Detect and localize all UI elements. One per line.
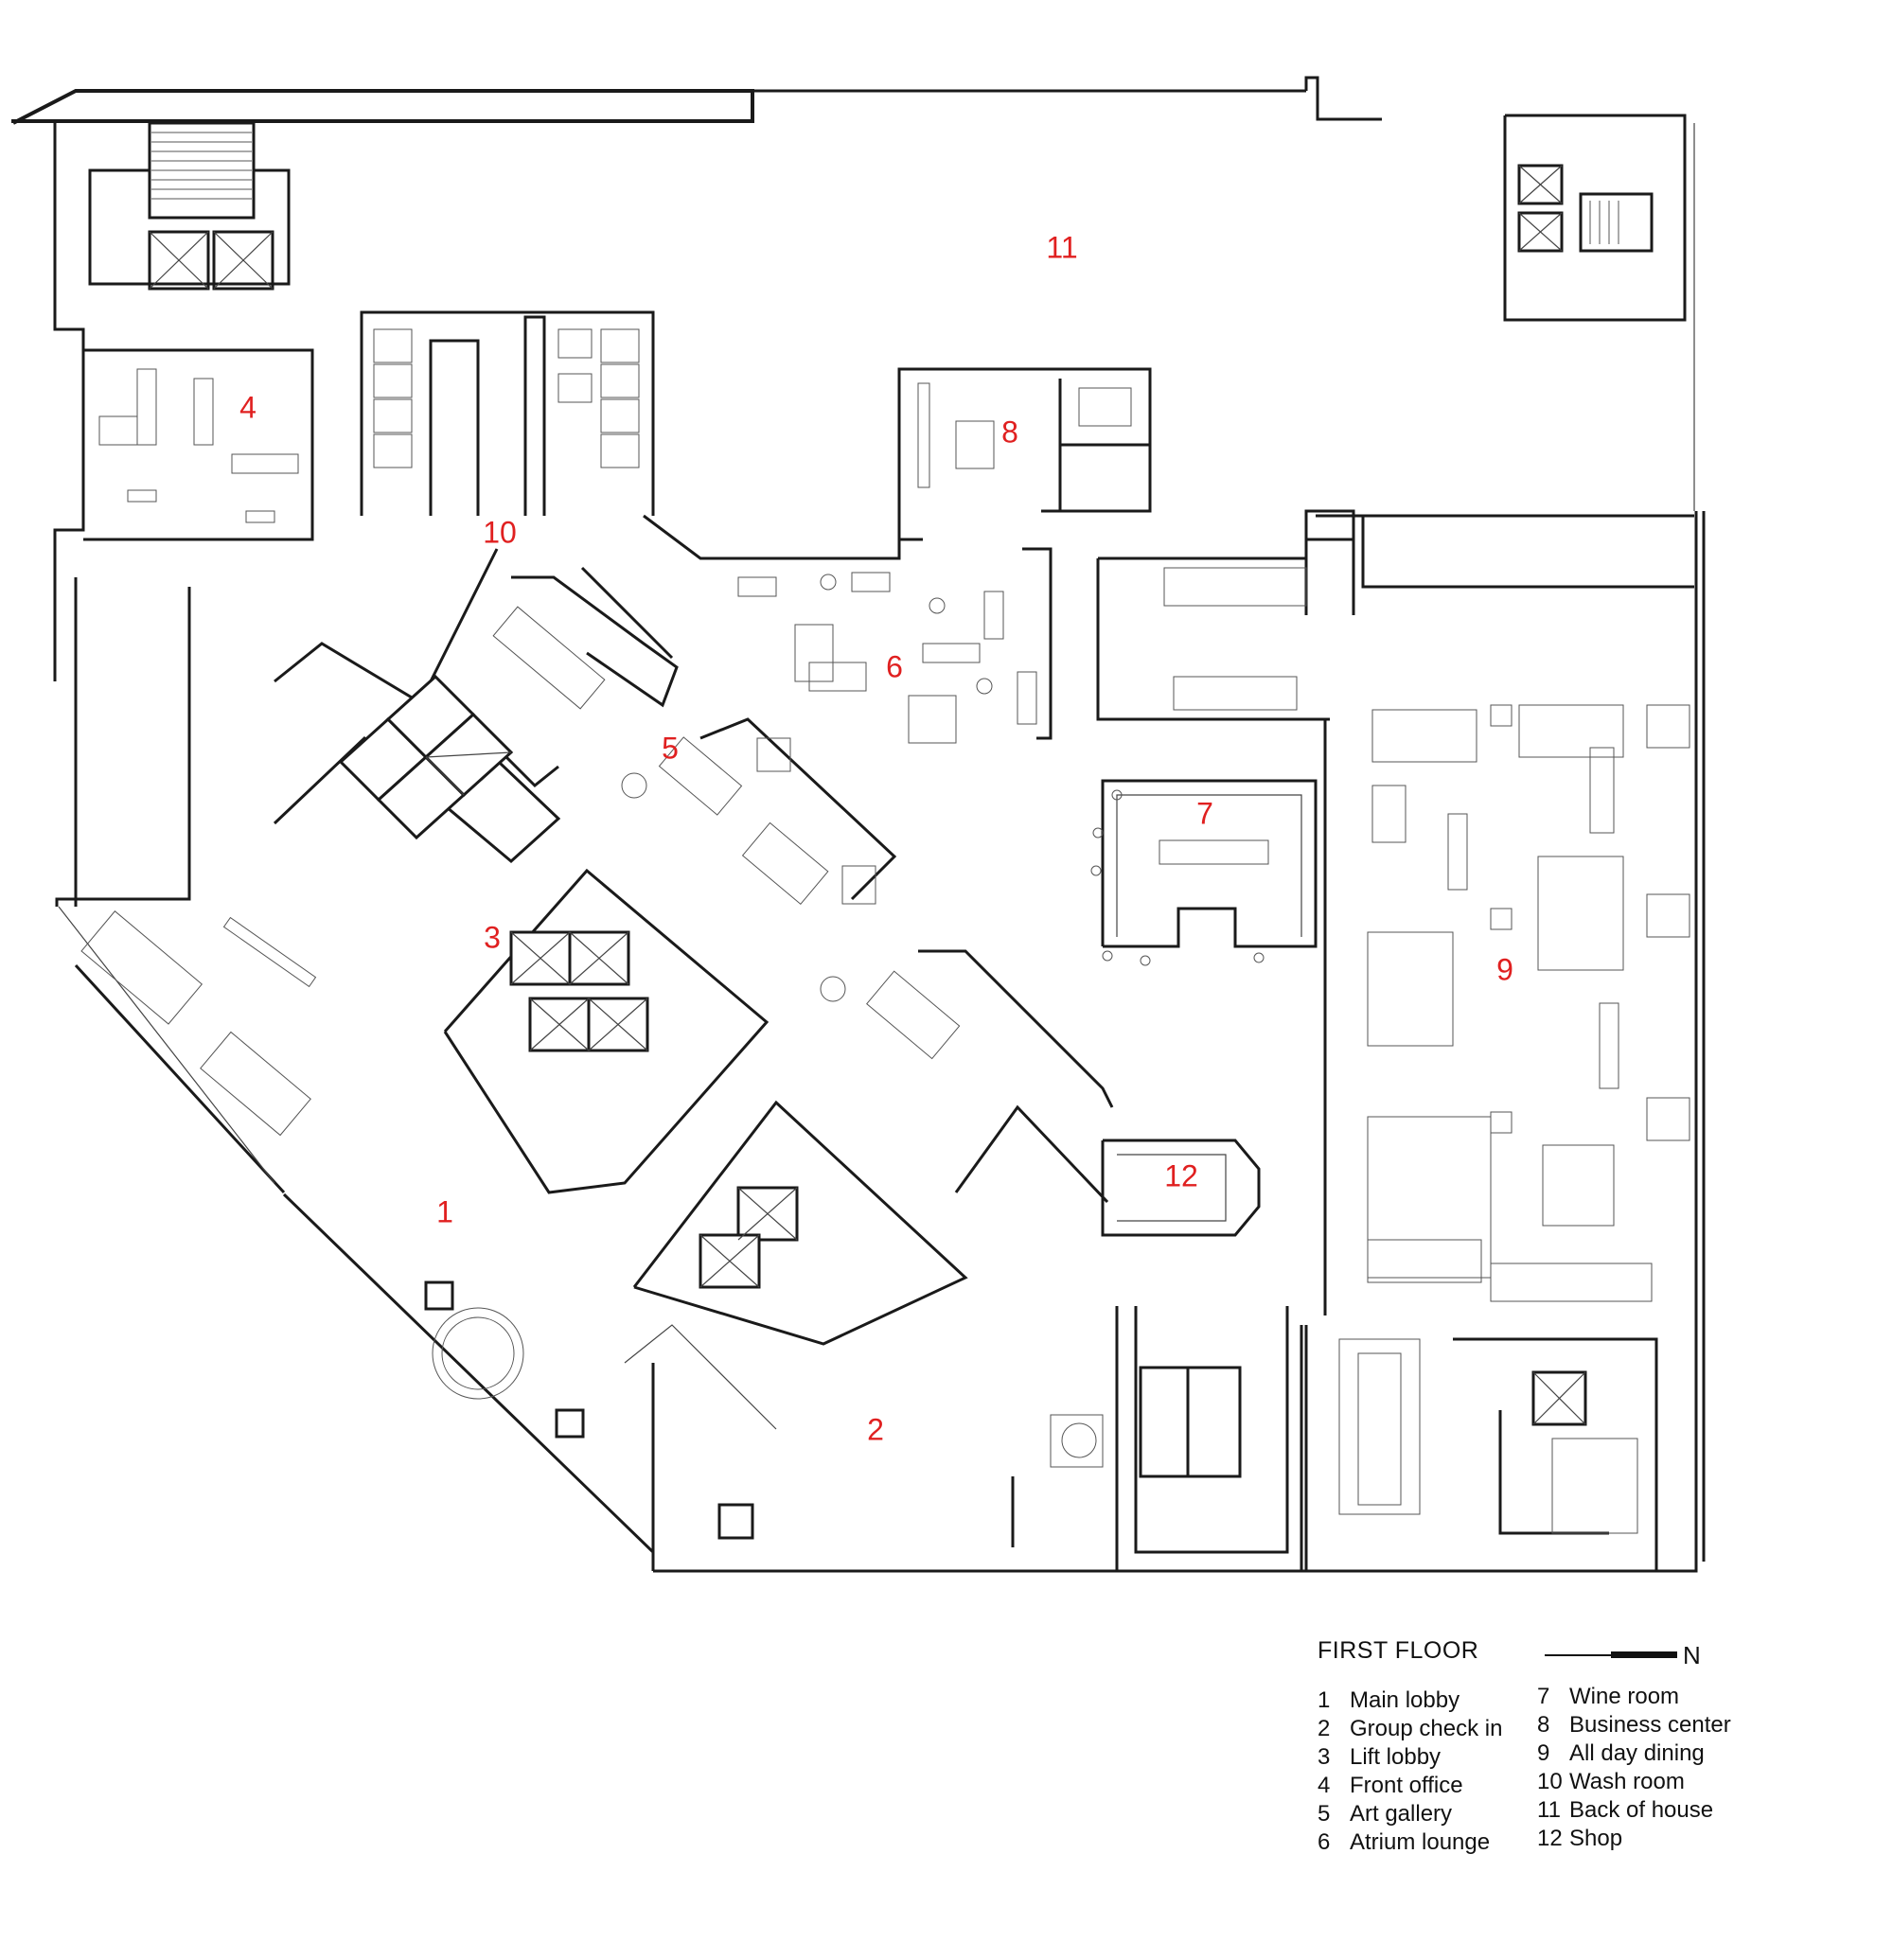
room-number-8: 8 bbox=[1001, 415, 1018, 449]
lower-cores bbox=[1115, 1306, 1658, 1571]
shop bbox=[1101, 1139, 1261, 1237]
room-number-labels: 1 2 3 4 5 6 7 8 9 10 11 12 bbox=[239, 230, 1513, 1446]
lobby-furniture bbox=[80, 910, 1104, 1547]
room-number-10: 10 bbox=[483, 515, 517, 549]
room-number-9: 9 bbox=[1496, 952, 1513, 986]
art-gallery bbox=[429, 548, 1114, 1204]
room-number-5: 5 bbox=[662, 731, 679, 765]
room-number-1: 1 bbox=[436, 1194, 453, 1228]
all-day-dining bbox=[1096, 509, 1694, 1315]
exterior-walls bbox=[11, 76, 1706, 1573]
atrium-lounge bbox=[643, 514, 1053, 744]
front-office bbox=[83, 348, 314, 541]
room-number-12: 12 bbox=[1164, 1158, 1198, 1192]
room-number-4: 4 bbox=[239, 390, 257, 424]
wine-room bbox=[1090, 779, 1318, 966]
room-number-7: 7 bbox=[1196, 796, 1213, 830]
business-center bbox=[897, 367, 1152, 549]
room-number-6: 6 bbox=[886, 649, 903, 683]
north-arrow-bar bbox=[1611, 1651, 1677, 1658]
upper-left-core bbox=[88, 121, 291, 291]
north-label: N bbox=[1683, 1641, 1701, 1669]
room-number-3: 3 bbox=[484, 920, 501, 954]
lift-lobby-core bbox=[273, 642, 968, 1346]
wash-rooms bbox=[360, 310, 655, 516]
upper-right-core bbox=[1517, 164, 1654, 253]
north-arrow: N bbox=[1545, 1641, 1706, 1669]
room-number-2: 2 bbox=[867, 1412, 884, 1446]
floor-title: FIRST FLOOR bbox=[1318, 1637, 1479, 1664]
room-number-11: 11 bbox=[1046, 230, 1077, 264]
